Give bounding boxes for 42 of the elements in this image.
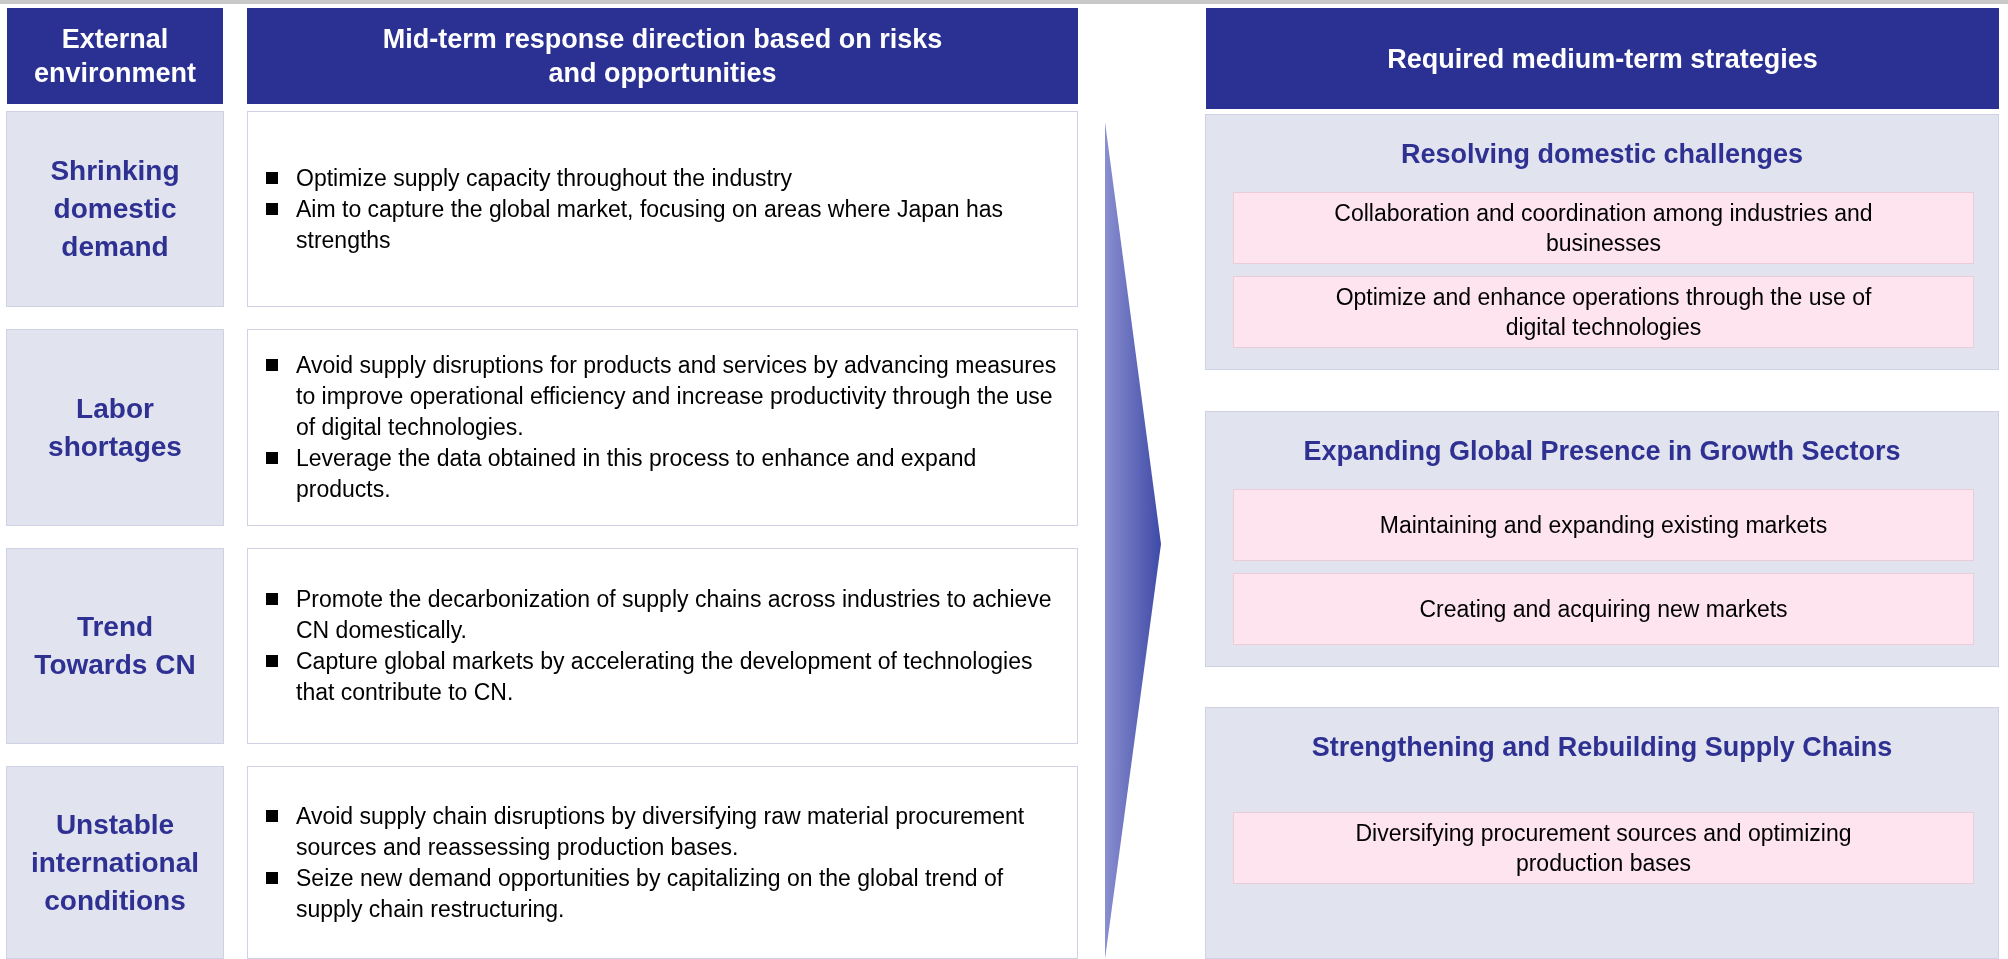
- header-box: [247, 8, 1078, 104]
- strategy-title: Strengthening and Rebuilding Supply Chains: [1311, 730, 1893, 764]
- bullet-text: Seize new demand opportunities by capitalizing on the global trend of supply chain restructuring.: [296, 863, 1005, 924]
- header-text: Mid-term response direction based on risks and opportunities: [382, 23, 943, 90]
- strategy-text: Maintaining and expanding existing markets: [1379, 511, 1828, 540]
- strategy-box: [1233, 276, 1974, 348]
- bullet-text: Promote the decarbonization of supply chains across industries to achieve CN domestically.: [296, 585, 1053, 645]
- response-box: [247, 548, 1078, 744]
- bullet-text: Leverage the data obtained in this process to enhance and expand products.: [296, 444, 978, 504]
- response-box: [247, 766, 1078, 959]
- bullet-text: Capture global markets by accelerating the development of technologies that contribute to CN.: [296, 647, 1034, 707]
- header-box: [7, 8, 223, 104]
- strategy-text: Creating and acquiring new markets: [1419, 595, 1788, 624]
- category-label: Labor shortages: [47, 391, 183, 464]
- strategy-box: [1233, 489, 1974, 561]
- strategy-title: Resolving domestic challenges: [1400, 137, 1804, 171]
- strategy-box: [1233, 573, 1974, 645]
- bullet-text: Avoid supply disruptions for products and services by advancing measures to improve operational efficiency and increase productivity through the use of digital technologies.: [296, 351, 1058, 442]
- strategy-text: Optimize and enhance operations through the use of digital technologies: [1334, 283, 1873, 342]
- strategy-title: Expanding Global Presence in Growth Sectors: [1303, 434, 1901, 468]
- category-box: [6, 329, 224, 526]
- response-box: [247, 329, 1078, 526]
- bullet-text: Aim to capture the global market, focusing on areas where Japan has strengths: [296, 194, 1004, 255]
- strategy-text: Diversifying procurement sources and optimizing production bases: [1354, 819, 1853, 878]
- strategy-box: [1233, 192, 1974, 264]
- header-text: External environment: [33, 23, 197, 90]
- strategy-panel: [1205, 114, 1999, 370]
- strategy-panel: [1205, 707, 1999, 959]
- strategy-text: Collaboration and coordination among industries and businesses: [1333, 199, 1874, 258]
- category-box: [6, 548, 224, 744]
- strategy-box: [1233, 812, 1974, 884]
- bullet-text: Optimize supply capacity throughout the industry: [296, 163, 793, 193]
- category-box: [6, 766, 224, 959]
- header-text: Required medium-term strategies: [1387, 42, 1818, 76]
- header-box: [1206, 8, 1999, 109]
- category-box: [6, 111, 224, 307]
- bullet-text: Avoid supply chain disruptions by diversifying raw material procurement sources and reassessing production bases.: [296, 801, 1026, 862]
- response-box: [247, 111, 1078, 307]
- category-label: Shrinking domestic demand: [49, 154, 181, 264]
- strategy-panel: [1205, 411, 1999, 667]
- category-label: Trend Towards CN: [33, 610, 197, 682]
- category-label: Unstable international conditions: [30, 807, 200, 918]
